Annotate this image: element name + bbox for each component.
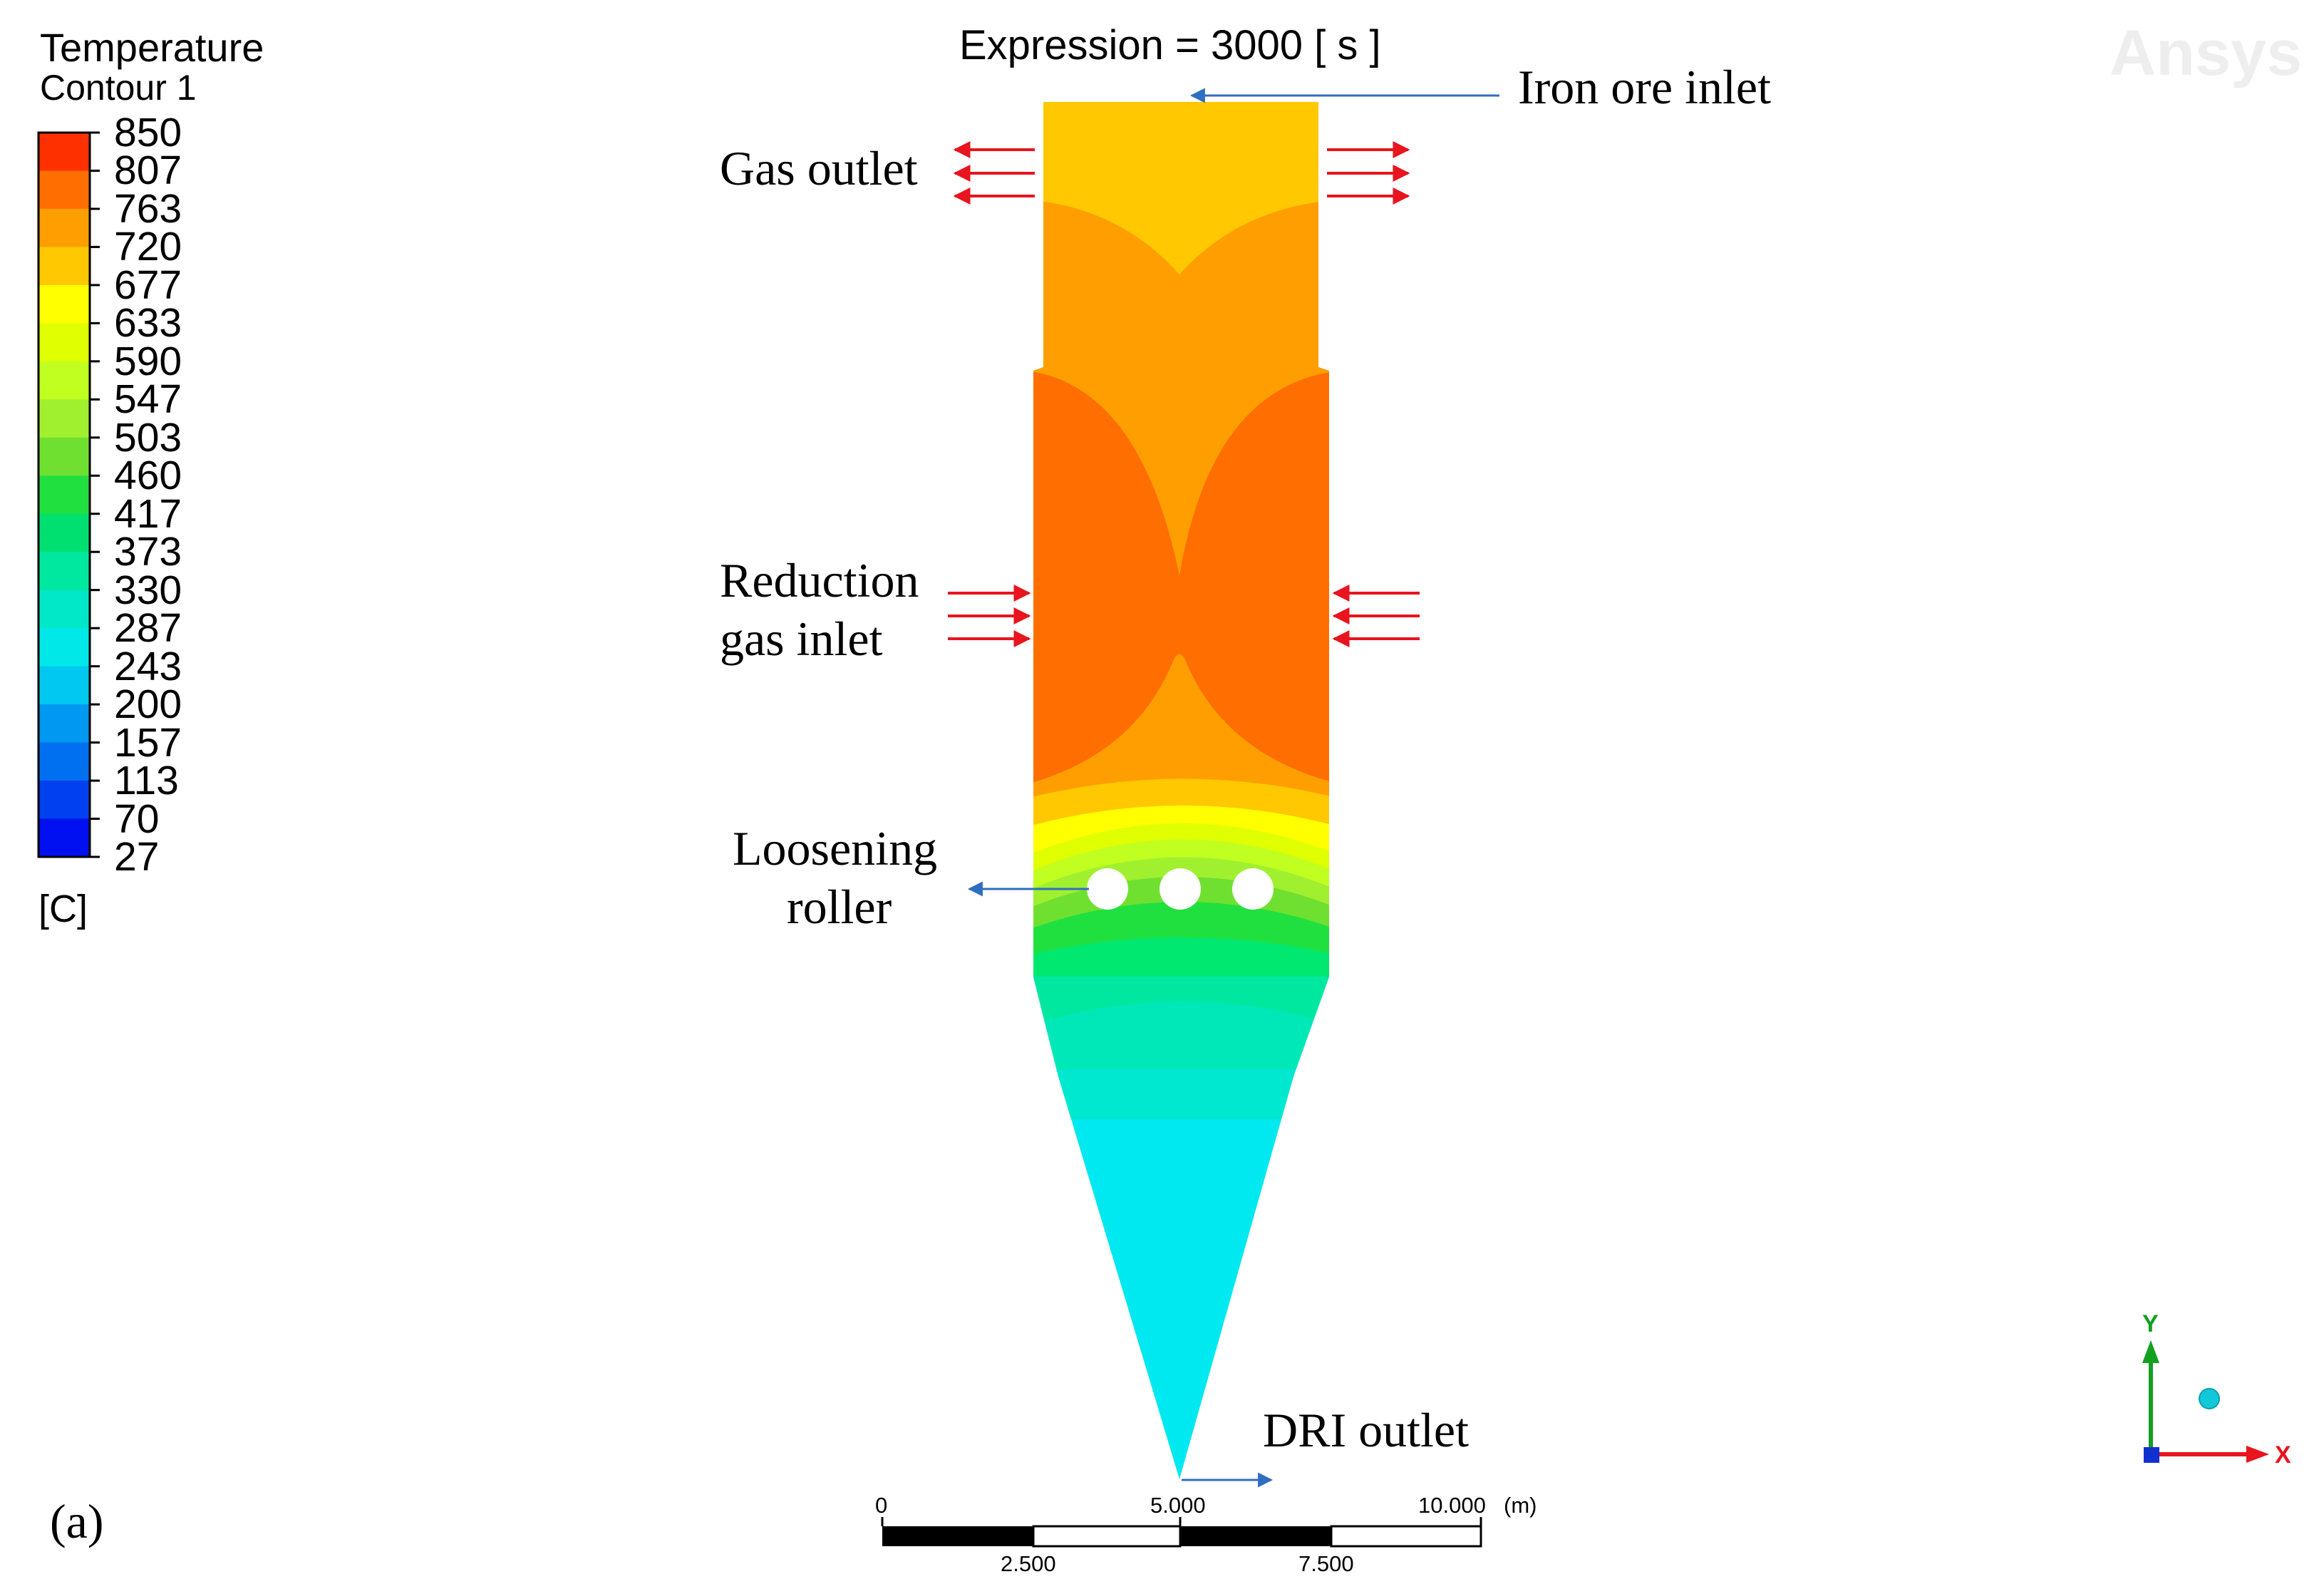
iron-ore-inlet-label: Iron ore inlet — [1518, 60, 1771, 114]
legend-swatch — [38, 742, 90, 781]
loosening-roller-label-line1: Loosening — [733, 821, 938, 875]
legend-swatch — [38, 552, 90, 591]
legend-swatch — [38, 361, 90, 400]
scale-label-10: 10.000 — [1418, 1493, 1486, 1518]
scale-label-7-5: 7.500 — [1298, 1551, 1354, 1576]
loosening-roller-label-line2: roller — [787, 880, 892, 934]
loosening-roller-2 — [1160, 868, 1201, 910]
legend-subtitle: Contour 1 — [40, 68, 197, 108]
legend-swatch — [38, 133, 90, 171]
panel-label: (a) — [50, 1494, 104, 1548]
legend-swatch — [38, 437, 90, 476]
legend-tick-label: 373 — [114, 529, 182, 575]
legend-swatch — [38, 323, 90, 362]
legend-tick-label: 460 — [114, 453, 182, 499]
axis-triad — [2142, 1340, 2269, 1463]
legend-swatch — [38, 208, 90, 247]
scale-bar — [881, 1517, 1482, 1548]
legend-tick-label: 157 — [114, 719, 182, 766]
loosening-roller-3 — [1232, 868, 1274, 910]
legend-tick-label: 243 — [114, 643, 182, 689]
axis-y-label: Y — [2142, 1310, 2159, 1337]
legend-tick-label: 287 — [114, 605, 182, 652]
legend-swatch — [38, 704, 90, 744]
reduction-gas-label-line1: Reduction — [720, 553, 919, 607]
legend-tick-label: 850 — [114, 110, 182, 155]
legend-swatch — [38, 628, 90, 667]
legend-swatch — [38, 666, 90, 705]
legend-tick-marks — [90, 131, 100, 858]
axis-x-label: X — [2275, 1441, 2291, 1469]
legend-swatch — [38, 818, 90, 858]
legend-color-bar — [37, 131, 91, 858]
legend-tick-label: 330 — [114, 567, 182, 613]
legend-swatch — [38, 170, 90, 210]
legend-tick-label: 27 — [114, 834, 160, 880]
legend-tick-label: 763 — [114, 185, 182, 232]
gas-outlet-arrows-left — [953, 141, 1035, 205]
legend-tick-label: 113 — [114, 758, 179, 804]
scale-label-0: 0 — [875, 1493, 888, 1518]
legend-swatch — [38, 781, 90, 820]
scale-label-5: 5.000 — [1150, 1493, 1206, 1518]
reduction-gas-arrows-left — [948, 585, 1031, 647]
legend-tick-label: 200 — [114, 682, 182, 728]
legend-tick-label: 807 — [114, 148, 182, 194]
legend-tick-label: 720 — [114, 224, 182, 270]
legend-tick-label: 503 — [114, 414, 182, 461]
loosening-roller-1 — [1087, 868, 1128, 910]
scale-unit: (m) — [1504, 1493, 1537, 1518]
scale-label-2-5: 2.500 — [1001, 1551, 1056, 1576]
legend-tick-label: 633 — [114, 300, 182, 346]
legend-swatch — [38, 513, 90, 552]
reduction-gas-label-line2: gas inlet — [720, 612, 883, 666]
legend-tick-label: 677 — [114, 262, 182, 308]
legend-tick-label: 547 — [114, 376, 182, 423]
reduction-gas-arrows-right — [1332, 585, 1420, 647]
expression-label: Expression = 3000 [ s ] — [959, 22, 1381, 68]
legend-swatch — [38, 475, 90, 515]
legend-swatch — [38, 399, 90, 438]
gas-outlet-arrows-right — [1327, 141, 1410, 205]
ansys-watermark: Ansys — [2109, 18, 2303, 89]
legend-swatch — [38, 247, 90, 286]
legend-title: Temperature — [40, 25, 264, 70]
dri-outlet-label: DRI outlet — [1263, 1403, 1469, 1457]
legend-swatch — [38, 590, 90, 629]
legend-frame — [37, 131, 91, 858]
legend-tick-label: 70 — [114, 796, 160, 842]
legend-unit: [C] — [38, 888, 88, 930]
legend-tick-label: 590 — [114, 338, 182, 384]
furnace-contour — [1033, 102, 1329, 1479]
legend-swatch — [38, 284, 90, 324]
gas-outlet-label: Gas outlet — [720, 141, 918, 195]
legend-tick-label: 417 — [114, 490, 182, 537]
